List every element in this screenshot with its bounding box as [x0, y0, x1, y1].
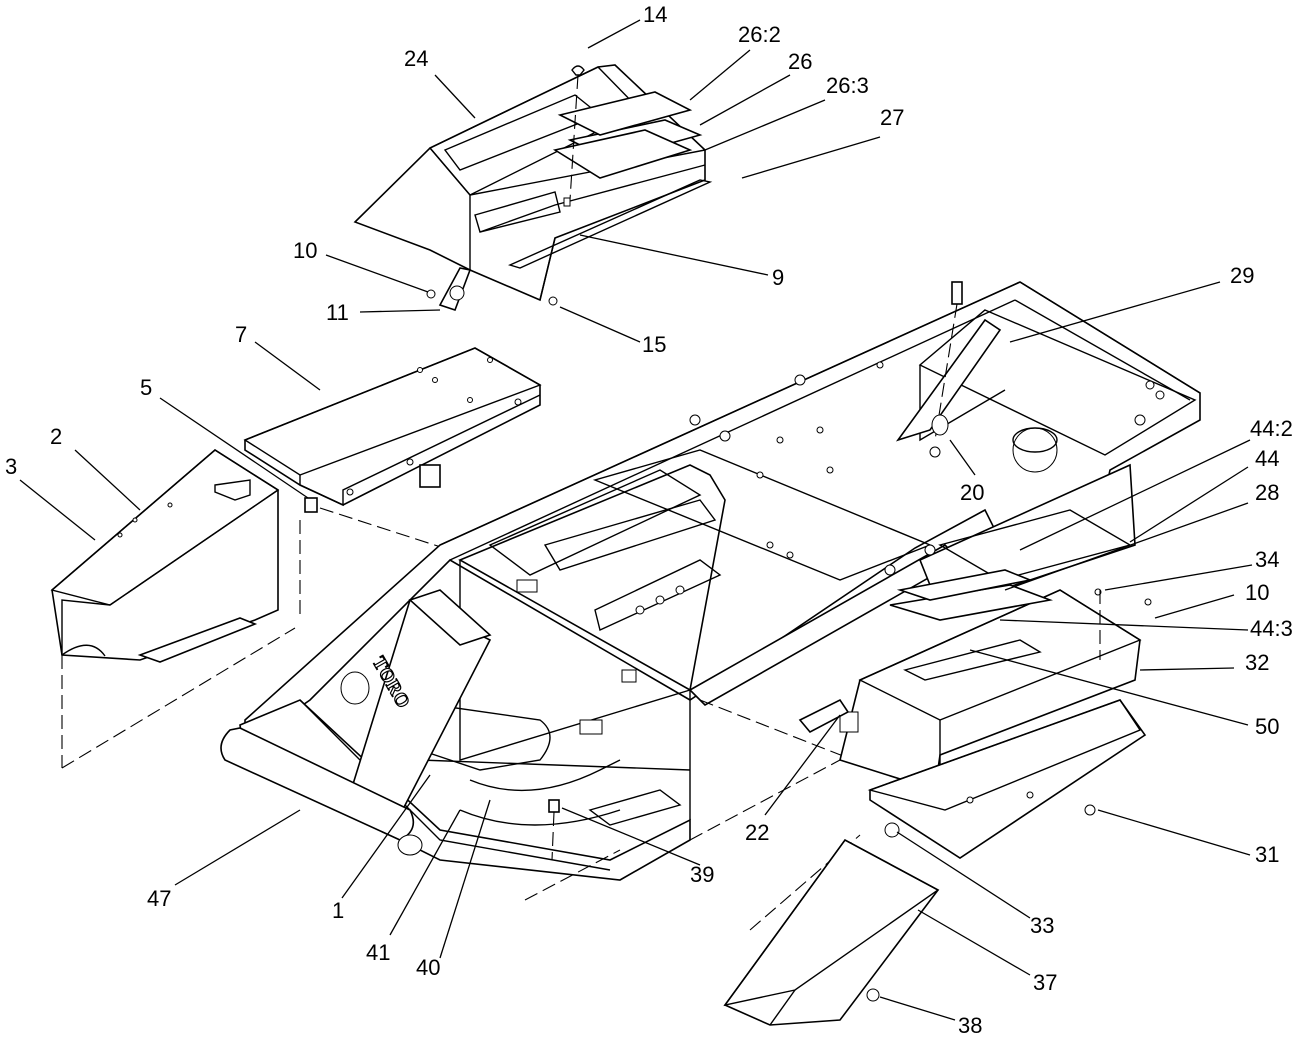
- callout-32: 32: [1245, 650, 1269, 675]
- part-31-lower-plate: [867, 699, 1147, 859]
- part-37-foot-plate: [723, 838, 940, 1026]
- callout-28: 28: [1255, 480, 1279, 505]
- part-20-clamp: [929, 281, 963, 458]
- main-frame: [239, 281, 1201, 931]
- callout-44-2: 44:2: [1250, 416, 1293, 441]
- callout-2: 2: [50, 424, 62, 449]
- callout-5: 5: [140, 375, 152, 400]
- part-26-decals: [552, 91, 703, 179]
- part-47-bumper: [220, 727, 423, 856]
- part-3-left-side-cover: [50, 449, 301, 769]
- leader-lines: [19, 19, 1253, 1021]
- callout-3: 3: [5, 454, 17, 479]
- part-39-bolt: [548, 799, 560, 861]
- callout-10-top: 10: [293, 238, 317, 263]
- callout-7: 7: [235, 322, 247, 347]
- callout-31: 31: [1255, 842, 1279, 867]
- callout-14: 14: [643, 2, 667, 27]
- part-11-latch: [426, 267, 558, 312]
- callout-9: 9: [772, 265, 784, 290]
- callout-40: 40: [416, 955, 440, 980]
- part-14-wing-bolt: [563, 65, 585, 207]
- callout-26-2: 26:2: [738, 22, 781, 47]
- callout-labels: 14 26:2 24 26 26:3 27 10 9 29 11 7 15 5 …: [5, 2, 1293, 1038]
- callout-24: 24: [404, 46, 428, 71]
- part-27-rod: [507, 179, 713, 269]
- callout-29: 29: [1230, 263, 1254, 288]
- callout-34: 34: [1255, 547, 1279, 572]
- callout-39: 39: [690, 862, 714, 887]
- callout-11: 11: [326, 300, 349, 325]
- callout-22: 22: [745, 820, 769, 845]
- callout-47: 47: [147, 886, 171, 911]
- callout-41: 41: [366, 940, 390, 965]
- callout-20: 20: [960, 480, 984, 505]
- callout-26: 26: [788, 49, 812, 74]
- callout-33: 33: [1030, 913, 1054, 938]
- callout-26-3: 26:3: [826, 73, 869, 98]
- callout-27: 27: [880, 105, 904, 130]
- part-7-top-plate: [243, 347, 542, 507]
- callout-10-right: 10: [1245, 580, 1269, 605]
- callout-37: 37: [1033, 970, 1057, 995]
- callout-15: 15: [642, 332, 666, 357]
- callout-38: 38: [958, 1013, 982, 1038]
- callout-1: 1: [332, 898, 344, 923]
- callout-44: 44: [1255, 446, 1279, 471]
- callout-50: 50: [1255, 714, 1279, 739]
- callout-44-3: 44:3: [1250, 616, 1293, 641]
- part-5-bolt: [304, 497, 451, 551]
- part-32-right-cover: [798, 569, 1152, 792]
